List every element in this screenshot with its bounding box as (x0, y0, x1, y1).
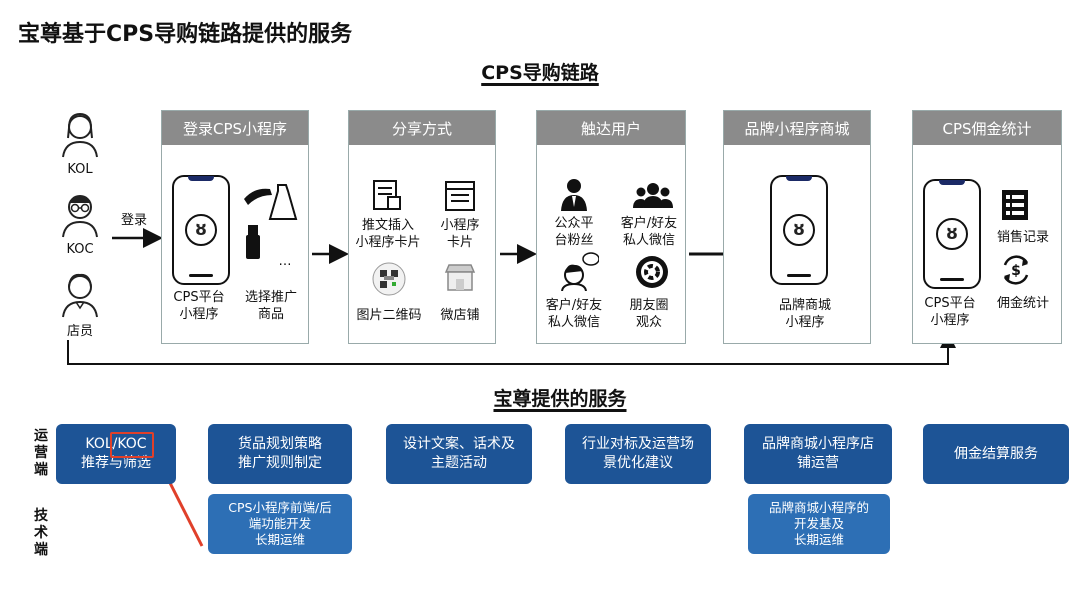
chain-title: CPS导购链路 (481, 62, 599, 84)
stage-item-label: 客户/好友 私人微信 (620, 216, 678, 248)
stage-share-methods: 分享方式 推文插入 小程序卡片 小程序 卡片 图片二维码 微店铺 (348, 110, 496, 344)
return-loop-arrow (67, 332, 956, 365)
login-label: 登录 (120, 213, 147, 228)
staff-avatar-icon (59, 268, 101, 318)
tech-mall-dev: 品牌商城小程序的 开发基及 长期运维 (748, 494, 890, 554)
stage-header: CPS佣金统计 (913, 111, 1061, 145)
role-label-staff: 店员 (66, 324, 93, 339)
stage-item-label: 微店铺 (440, 308, 480, 323)
stage-item-label: 客户/好友 私人微信 (545, 298, 603, 330)
services-title: 宝尊提供的服务 (493, 388, 627, 410)
highlight-pointer (164, 474, 204, 547)
stage-item-label: 朋友圈 观众 (629, 298, 669, 330)
card-icon (443, 179, 477, 213)
role-label-koc: KOC (66, 242, 94, 257)
stage-commission: CPS佣金统计 ȣ CPS平台 小程序 销售记录 $ 佣金统计 (912, 110, 1062, 344)
moments-icon (633, 253, 671, 291)
woman-avatar-icon (59, 108, 101, 158)
stage-item-label: 公众平 台粉丝 (554, 216, 594, 248)
article-card-icon (371, 179, 405, 213)
products-more: … (278, 254, 292, 269)
stage-item-label: 图片二维码 (356, 308, 422, 323)
stage-item-label: 推文插入 小程序卡片 (355, 218, 421, 250)
svg-text:$: $ (1011, 263, 1021, 279)
qrcode-icon (371, 261, 407, 297)
main-title: 宝尊基于CPS导购链路提供的服务 (18, 22, 353, 47)
stage-header: 触达用户 (537, 111, 685, 145)
tech-cps-dev: CPS小程序前端/后 端功能开发 长期运维 (208, 494, 352, 554)
service-kol-koc: KOL/KOC 推荐与筛选 (56, 424, 176, 484)
phone-miniprogram-icon: ȣ (923, 179, 981, 289)
stage-item-label: 品牌商城 小程序 (778, 298, 831, 330)
commission-icon: $ (997, 251, 1035, 289)
stage-reach-users: 触达用户 公众平 台粉丝 客户/好友 私人微信 客户/好友 私人微信 朋友圈 观… (536, 110, 686, 344)
stage-login-cps: 登录CPS小程序 ȣ CPS平台 小程序 … 选择推广 商品 (161, 110, 309, 344)
glasses-avatar-icon (59, 188, 101, 238)
stage-brand-mall: 品牌小程序商城 ȣ 品牌商城 小程序 (723, 110, 871, 344)
stage-header: 品牌小程序商城 (724, 111, 870, 145)
stage-item-label: 佣金统计 (996, 296, 1049, 311)
role-label-kol: KOL (67, 162, 93, 177)
service-mall-ops: 品牌商城小程序店 铺运营 (744, 424, 892, 484)
stage-header: 登录CPS小程序 (162, 111, 308, 145)
stage-item-label: 销售记录 (996, 230, 1049, 245)
highlight-box (110, 432, 154, 458)
phone-miniprogram-icon: ȣ (770, 175, 828, 285)
chat-user-icon (559, 251, 599, 291)
sales-record-icon (997, 187, 1033, 223)
group-icon (633, 181, 673, 211)
fan-icon (559, 177, 589, 213)
shop-icon (443, 261, 477, 295)
roles-column: KOL KOC 店员 (50, 108, 110, 339)
service-settlement: 佣金结算服务 (923, 424, 1069, 484)
stage-item-label: CPS平台 小程序 (173, 290, 225, 322)
tech-side-label: 技术端 (34, 508, 48, 558)
stage-item-label: CPS平台 小程序 (924, 296, 976, 328)
phone-miniprogram-icon: ȣ (172, 175, 230, 285)
ops-side-label: 运营端 (34, 428, 48, 478)
stage-item-label: 选择推广 商品 (244, 290, 297, 322)
stage-header: 分享方式 (349, 111, 495, 145)
stage-item-label: 小程序 卡片 (440, 218, 480, 250)
products-icon (240, 179, 304, 275)
service-goods-plan: 货品规划策略 推广规则制定 (208, 424, 352, 484)
service-benchmark: 行业对标及运营场 景优化建议 (565, 424, 711, 484)
service-copywriting: 设计文案、话术及 主题活动 (386, 424, 532, 484)
